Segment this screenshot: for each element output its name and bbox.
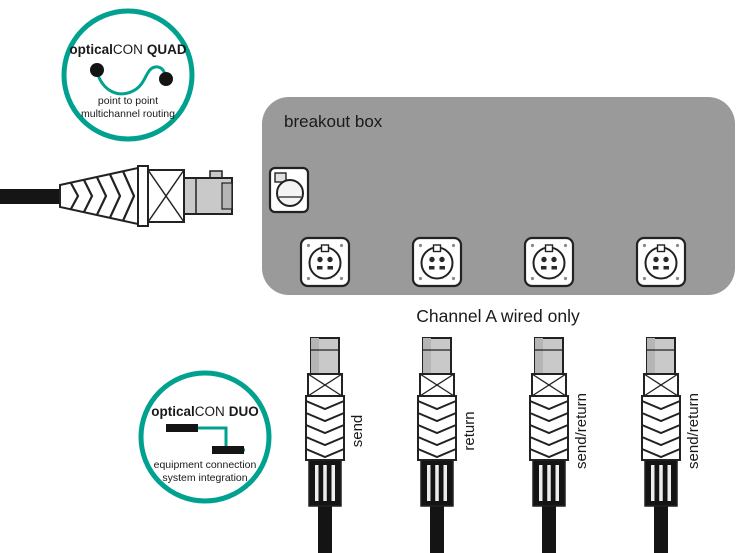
duo-cable-connector-2-graphic bbox=[417, 337, 457, 553]
chassis-connector-duo-3-icon bbox=[523, 236, 575, 288]
quad-brand-optical: optical bbox=[69, 42, 113, 57]
duo-link-bar-top bbox=[166, 424, 198, 432]
quad-brand-quad: QUAD bbox=[146, 42, 187, 57]
cable-label-send-return-1: send/return bbox=[573, 393, 590, 469]
duo-cable-connector-1-graphic bbox=[305, 337, 345, 553]
quad-fiber-curve bbox=[95, 65, 168, 96]
quad-brand-con: CON bbox=[112, 42, 143, 57]
duo-caption-line2: system integration bbox=[162, 472, 248, 484]
duo-brand-duo: DUO bbox=[228, 404, 259, 419]
chassis-connector-duo-2-icon bbox=[411, 236, 463, 288]
breakout-box-label: breakout box bbox=[284, 112, 383, 131]
quad-badge-caption: point to point multichannel routing bbox=[81, 95, 175, 121]
quad-caption-line1: point to point bbox=[97, 95, 159, 107]
cable-label-send-return-2: send/return bbox=[685, 393, 702, 469]
chassis-connector-duo-4-icon bbox=[635, 236, 687, 288]
quad-node-right-icon bbox=[159, 72, 173, 86]
channel-note: Channel A wired only bbox=[416, 306, 580, 326]
quad-cable-connector-graphic bbox=[0, 165, 233, 227]
quad-badge-graphic bbox=[61, 8, 195, 142]
duo-brand-con: CON bbox=[194, 404, 225, 419]
duo-caption-line1: equipment connection bbox=[153, 459, 257, 471]
duo-badge-ring bbox=[138, 370, 272, 504]
breakout-box-graphic bbox=[262, 97, 735, 295]
duo-badge-graphic bbox=[138, 370, 272, 504]
duo-cable-connector-4-graphic bbox=[641, 337, 681, 553]
quad-node-left-icon bbox=[90, 63, 104, 77]
duo-badge-caption: equipment connection system integration bbox=[154, 459, 257, 485]
cable-label-send: send bbox=[349, 414, 366, 448]
quad-badge-ring bbox=[61, 8, 195, 142]
breakout-box-panel bbox=[262, 97, 735, 295]
quad-caption-line2: multichannel routing bbox=[81, 108, 175, 120]
duo-cable-connector-3-graphic bbox=[529, 337, 569, 553]
cable-label-return: return bbox=[461, 411, 478, 451]
duo-link-bar-bottom bbox=[212, 446, 244, 454]
chassis-connector-duo-1-icon bbox=[299, 236, 351, 288]
chassis-connector-quad-icon bbox=[268, 166, 310, 214]
duo-brand-optical: optical bbox=[151, 404, 195, 419]
